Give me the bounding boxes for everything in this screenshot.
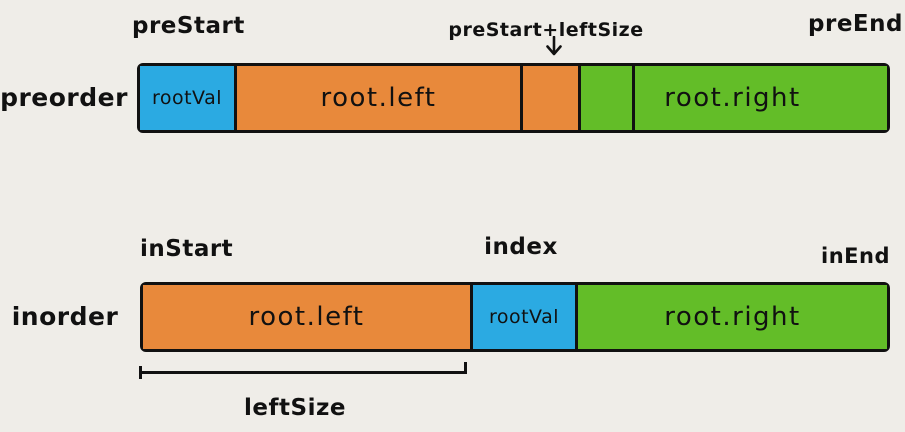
inorder-right-subtree-label: root.right [664, 302, 801, 332]
down-arrow-icon [546, 36, 562, 56]
prestart-pointer-label: preStart [132, 13, 245, 39]
preorder-left-subtree-segment: root.left [234, 66, 520, 130]
prestart-plus-leftsize-pointer-label: preStart+leftSize [448, 19, 644, 41]
leftsize-bracket-left-tick [139, 366, 142, 379]
preorder-rootval-cell-label: rootVal [151, 87, 223, 109]
preend-pointer-label: preEnd [808, 11, 903, 37]
inorder-rootval-cell-label: rootVal [488, 306, 560, 328]
inorder-left-subtree-label: root.left [248, 302, 365, 332]
preorder-first-right-cell [578, 66, 632, 130]
leftsize-bracket-right-tick [464, 362, 467, 374]
instart-pointer-label: inStart [140, 236, 234, 262]
preorder-rootval-cell: rootVal [140, 66, 234, 130]
inorder-rootval-cell: rootVal [470, 285, 575, 349]
preorder-row-label: preorder [0, 83, 128, 112]
inend-pointer-label: inEnd [821, 244, 890, 268]
preorder-array-bar: rootVal root.left root.right [137, 63, 890, 133]
inorder-left-subtree-segment: root.left [143, 285, 470, 349]
preorder-left-subtree-label: root.left [320, 83, 437, 113]
index-pointer-label: index [484, 234, 558, 260]
inorder-row-label: inorder [11, 302, 119, 331]
leftsize-measure-label: leftSize [244, 395, 346, 421]
inorder-right-subtree-segment: root.right [575, 285, 887, 349]
leftsize-bracket-line [141, 371, 467, 374]
preorder-right-subtree-segment [632, 66, 887, 130]
inorder-array-bar: root.left rootVal root.right [140, 282, 890, 352]
preorder-last-left-cell [520, 66, 578, 130]
